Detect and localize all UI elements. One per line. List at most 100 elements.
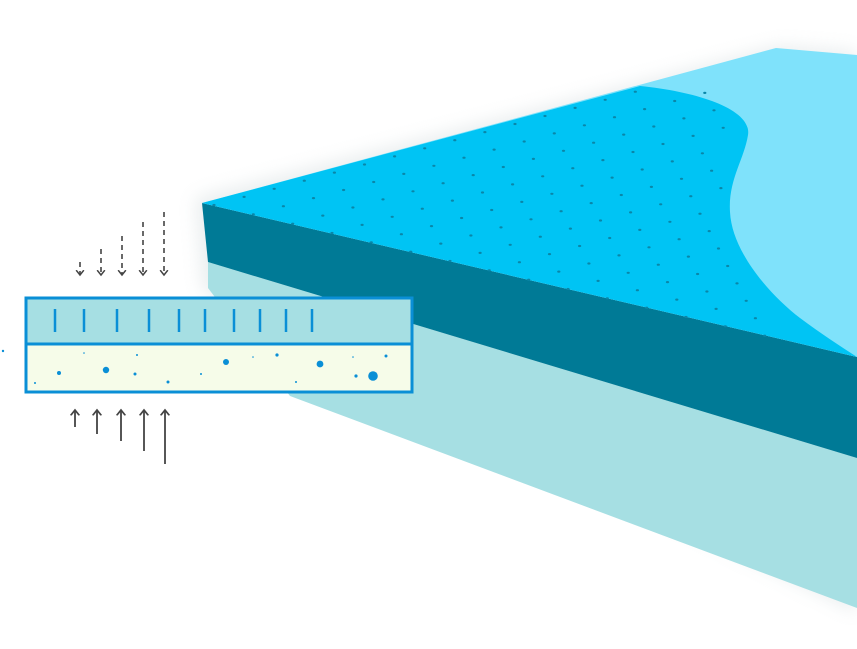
perforation-dot — [652, 125, 656, 128]
perforation-dot — [251, 213, 255, 216]
perforation-dot — [647, 246, 651, 249]
perforation-dot — [753, 317, 758, 320]
perforation-dot — [529, 218, 533, 221]
perforation-dot — [587, 262, 591, 265]
perforation-dot — [721, 126, 725, 129]
perforation-dot — [605, 297, 609, 300]
perforation-dot — [520, 200, 524, 203]
inset-vertical-marks — [53, 309, 314, 332]
perforation-dot — [686, 255, 691, 258]
perforation-dot — [763, 334, 767, 337]
mattress-block — [196, 46, 857, 612]
dashed-down-arrow-icon — [80, 212, 164, 275]
foam-bubble — [223, 359, 229, 365]
perforation-dot — [508, 243, 512, 246]
perforation-dot — [369, 241, 373, 244]
perforation-dot — [571, 167, 575, 170]
perforation-dot — [372, 180, 376, 184]
foam-bubble — [354, 374, 358, 378]
perforation-dot — [469, 234, 473, 237]
perforation-dot — [429, 225, 434, 228]
perforation-dot — [568, 227, 573, 230]
perforation-dot — [716, 247, 721, 250]
perforation-dot — [411, 190, 415, 193]
perforation-dot — [321, 214, 325, 217]
perforation-dot — [409, 250, 413, 253]
inset-bottom-layer — [24, 342, 414, 394]
perforation-dot — [601, 159, 605, 162]
perforation-dot — [522, 140, 526, 143]
foam-bubble — [200, 373, 202, 375]
perforation-dot — [645, 306, 649, 309]
foam-bubble — [316, 360, 324, 368]
perforation-dot — [635, 289, 640, 292]
perforation-dot — [684, 315, 688, 319]
foam-bubble — [275, 353, 279, 357]
perforation-dot — [566, 287, 570, 291]
perforation-dot — [480, 191, 485, 194]
perforation-dot — [302, 179, 306, 182]
perforation-dot — [499, 226, 503, 229]
perforation-dot — [573, 106, 577, 109]
foam-bubble — [136, 354, 138, 356]
perforation-dot — [541, 175, 545, 178]
perforation-dot — [448, 259, 452, 263]
perforation-dot — [633, 90, 637, 93]
foam-bubble — [384, 354, 388, 358]
perforation-dot — [510, 183, 515, 186]
inset-cross-section — [1, 296, 414, 394]
perforation-dot — [682, 117, 686, 120]
perforation-dot — [710, 169, 714, 172]
perforation-dot — [332, 171, 336, 174]
foam-bubble — [83, 352, 85, 354]
edge-dot — [1, 349, 5, 353]
perforation-dot — [705, 290, 709, 293]
perforation-dot — [531, 157, 536, 160]
perforation-dot — [673, 99, 677, 103]
foam-bubble — [102, 366, 110, 374]
perforation-dot — [432, 164, 436, 167]
foam-bubble — [133, 372, 137, 376]
top-layer-side — [202, 203, 857, 458]
perforation-dot — [643, 108, 647, 111]
foam-bubble — [368, 371, 378, 381]
perforation-dot — [399, 233, 403, 236]
perforation-dot — [460, 216, 464, 220]
perforation-dot — [501, 165, 505, 169]
perforation-dot — [543, 114, 547, 118]
perforation-dot — [608, 236, 612, 240]
perforation-dot — [582, 124, 587, 127]
perforation-dot — [342, 188, 346, 192]
perforation-dot — [393, 155, 397, 158]
perforation-dot — [390, 215, 394, 218]
perforation-dot — [631, 150, 635, 154]
perforation-dot — [707, 230, 711, 233]
perforation-dot — [242, 195, 246, 198]
perforation-dot — [638, 228, 642, 231]
perforation-dot — [538, 235, 542, 238]
perforation-dot — [677, 238, 681, 241]
perforation-dot — [453, 139, 457, 142]
perforation-dot — [610, 176, 614, 179]
perforation-dot — [441, 182, 445, 185]
perforation-dot — [557, 270, 561, 273]
perforation-dot — [659, 203, 663, 206]
perforation-dot — [517, 261, 522, 264]
perforation-dot — [552, 132, 556, 135]
perforation-dot — [492, 148, 496, 151]
perforation-dot — [712, 109, 716, 112]
perforation-dot — [598, 219, 603, 222]
perforation-dot — [490, 208, 494, 212]
perforation-dot — [272, 187, 276, 190]
perforation-dot — [622, 133, 626, 136]
perforation-dot — [629, 211, 633, 214]
perforation-dot — [360, 223, 364, 226]
perforation-dot — [612, 116, 617, 119]
perforation-dot — [670, 160, 674, 163]
perforation-dot — [527, 278, 531, 281]
perforation-dot — [696, 272, 700, 276]
perforation-dot — [679, 177, 684, 180]
perforation-dot — [439, 242, 443, 245]
perforation-dot — [578, 244, 582, 248]
